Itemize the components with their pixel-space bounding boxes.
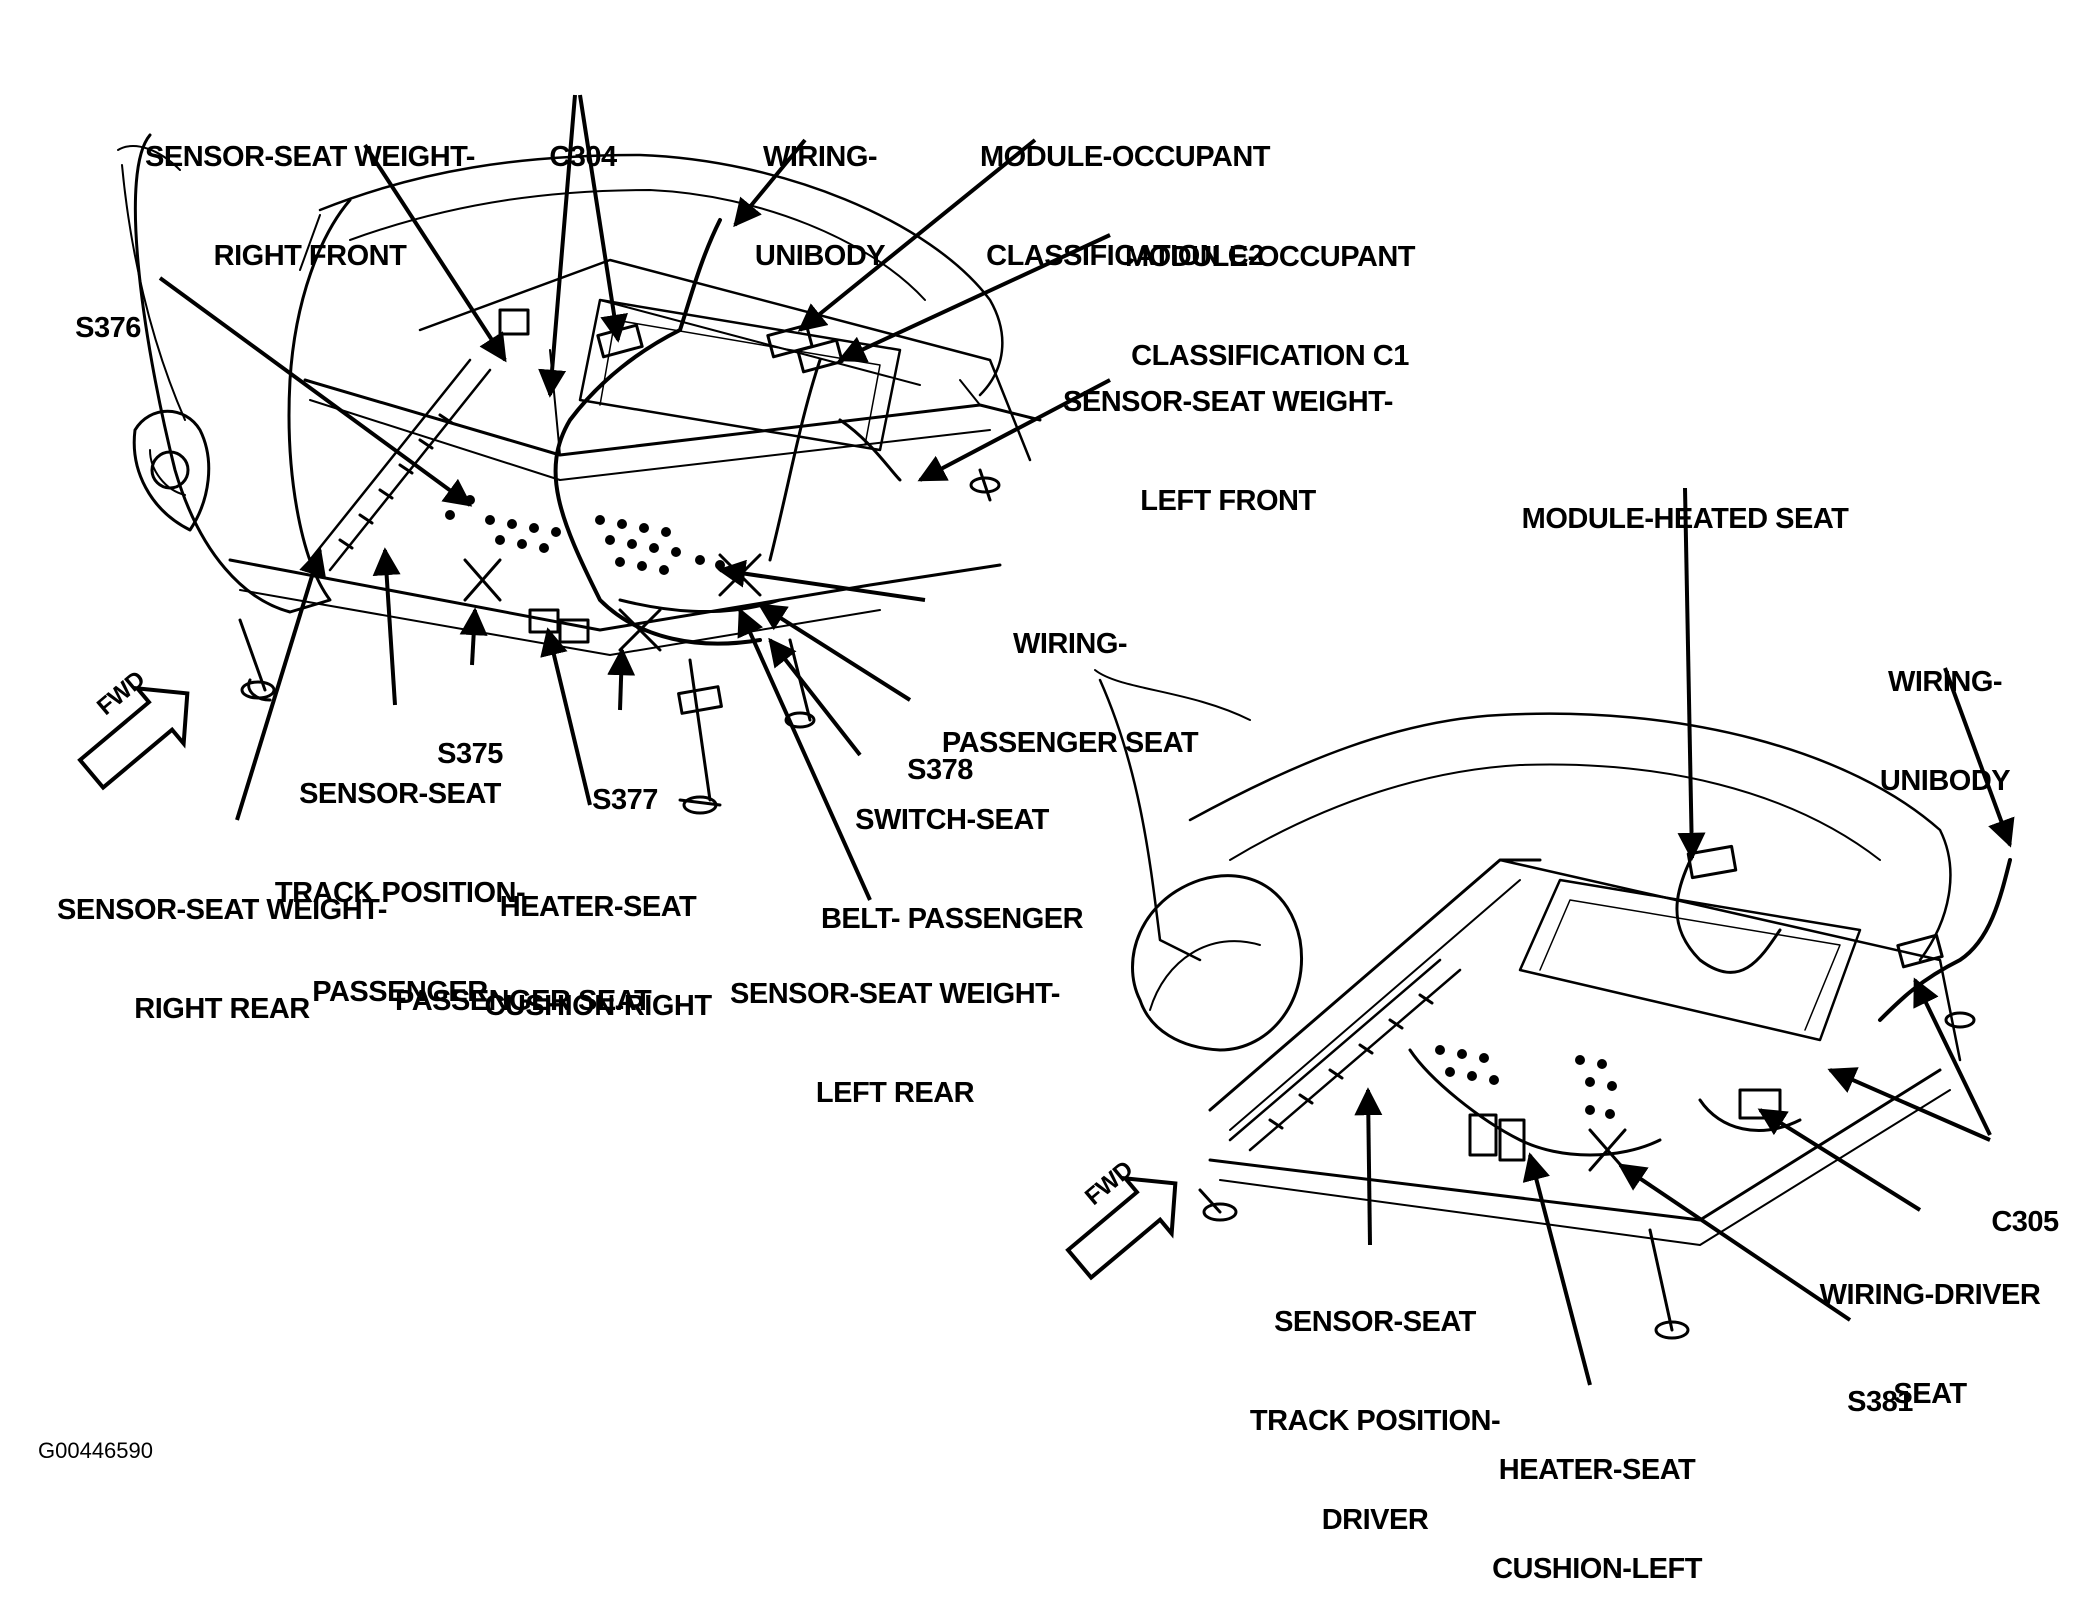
label-wiring-driver-seat: WIRING-DRIVER SEAT — [1819, 1279, 2041, 1410]
driver-leader-lines — [1354, 487, 2015, 1386]
label-s376: S376 — [75, 312, 141, 344]
label-s381: S381 — [1847, 1386, 1913, 1418]
label-wiring-unibody-driver: WIRING- UNIBODY — [1879, 666, 2011, 797]
wiring-diagram-canvas — [77, 94, 2015, 1386]
passenger-seat-caption: PASSENGER SEAT — [395, 985, 652, 1017]
label-sensor-weight-right-rear: SENSOR-SEAT WEIGHT- RIGHT REAR — [57, 894, 387, 1025]
pan-holes — [445, 495, 745, 575]
label-sensor-track-position-passenger: SENSOR-SEAT TRACK POSITION- PASSENGER — [274, 778, 526, 1008]
label-switch-seat-belt-passenger: SWITCH-SEAT BELT- PASSENGER — [820, 804, 1084, 935]
driver-pan-holes — [1435, 1045, 1617, 1119]
label-s378: S378 — [907, 754, 973, 786]
label-c304: C304 — [549, 141, 617, 173]
label-module-heated-seat: MODULE-HEATED SEAT — [1521, 503, 1849, 535]
label-sensor-weight-left-rear: SENSOR-SEAT WEIGHT- LEFT REAR — [730, 978, 1060, 1109]
label-sensor-weight-left-front: SENSOR-SEAT WEIGHT- LEFT FRONT — [1063, 386, 1393, 517]
passenger-leader-lines — [158, 94, 1111, 901]
label-sensor-weight-right-front: SENSOR-SEAT WEIGHT- RIGHT FRONT — [145, 141, 475, 272]
label-module-occupant-c2: MODULE-OCCUPANT CLASSIFICATION C2 — [980, 141, 1271, 272]
label-sensor-track-position-driver: SENSOR-SEAT TRACK POSITION- DRIVER — [1249, 1306, 1501, 1536]
label-s375: S375 — [437, 738, 503, 770]
label-heater-seat-cushion-right: HEATER-SEAT CUSHION-RIGHT — [484, 891, 712, 1022]
label-c305: C305 — [1991, 1206, 2059, 1238]
driver-seat-illustration — [1094, 669, 2012, 1340]
label-wiring-unibody-passenger: WIRING- UNIBODY — [754, 141, 886, 272]
label-wiring-passenger-seat: WIRING- PASSENGER SEAT — [941, 628, 1199, 759]
fwd-arrow-driver — [1065, 1175, 1178, 1281]
fwd-arrow-passenger — [77, 685, 190, 791]
label-module-occupant-c1: MODULE-OCCUPANT CLASSIFICATION C1 — [1125, 241, 1416, 372]
figure-id: G00446590 — [38, 1438, 153, 1463]
label-heater-seat-cushion-left: HEATER-SEAT CUSHION-LEFT — [1492, 1454, 1702, 1585]
label-s377: S377 — [592, 784, 658, 816]
